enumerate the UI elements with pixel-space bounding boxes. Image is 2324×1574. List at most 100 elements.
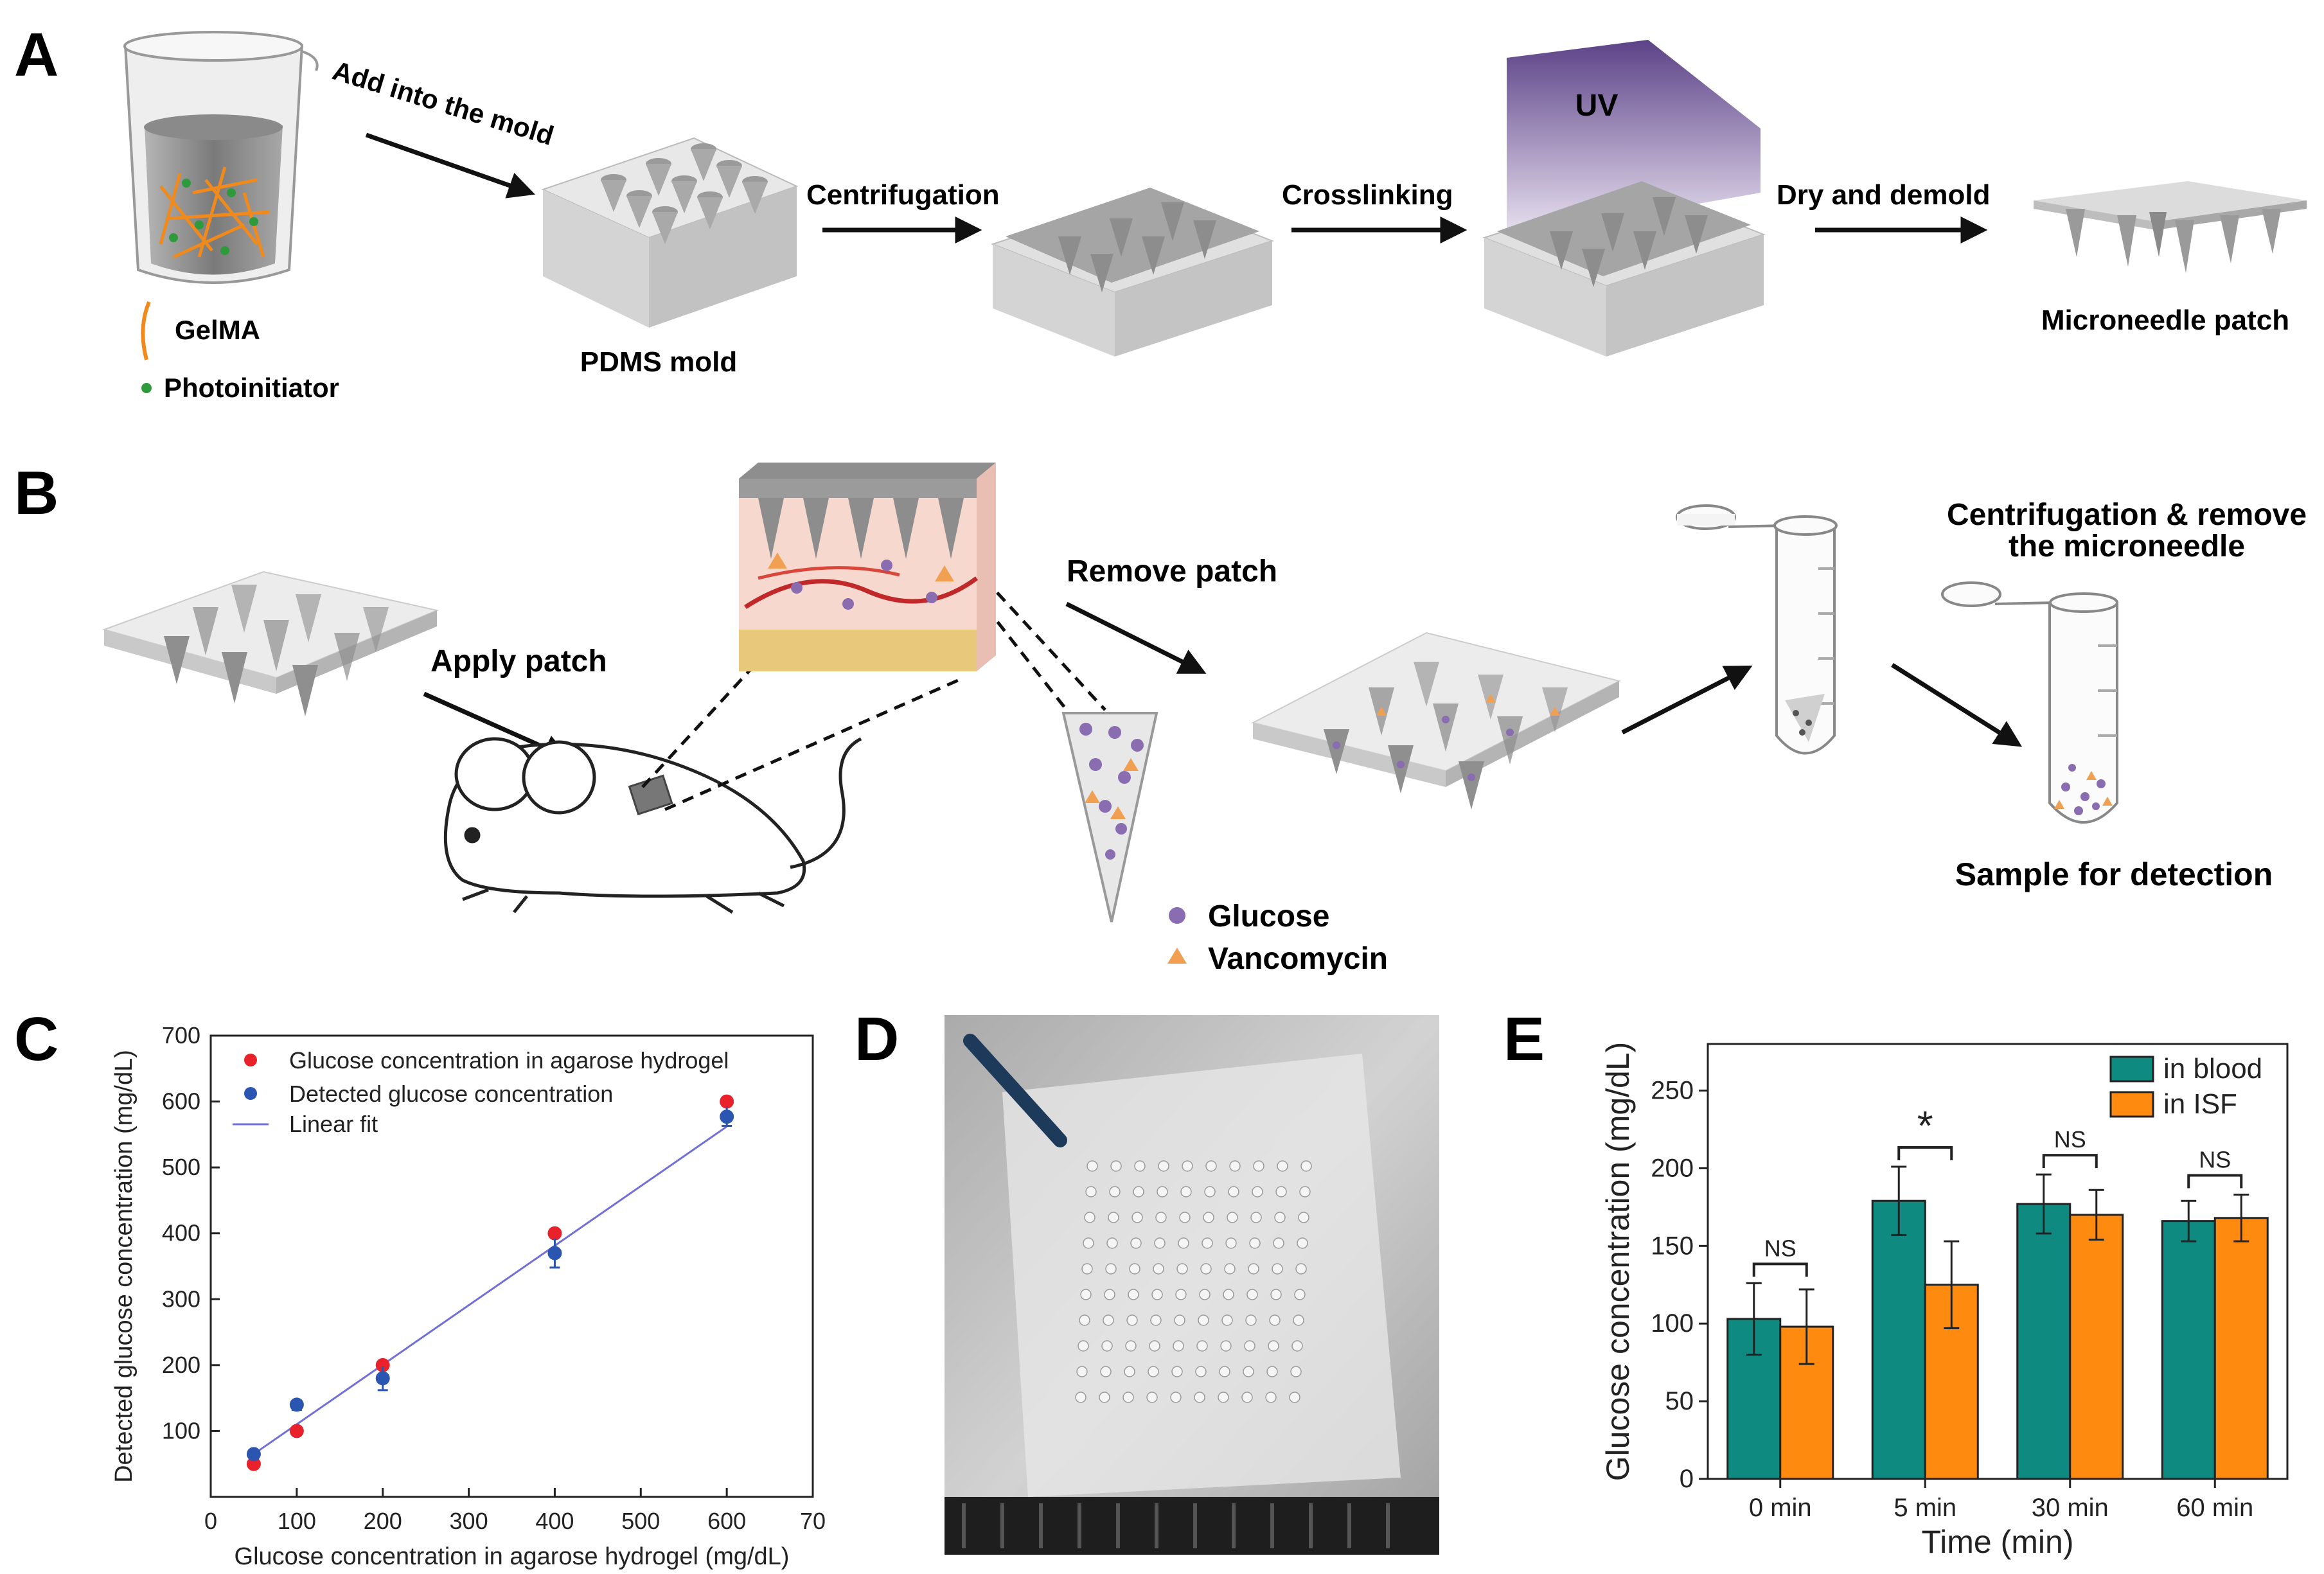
needle-tip-zoom (1061, 712, 1158, 923)
tube-icon (1676, 504, 1838, 755)
needle-dot (1290, 1366, 1302, 1377)
x-tick-label: 30 min (2032, 1494, 2109, 1522)
needle-dot (1087, 1160, 1098, 1172)
needle-dot (1130, 1237, 1142, 1249)
legend-fit-label: Linear fit (289, 1111, 378, 1137)
y-axis-label: Glucose concentration (mg/dL) (1600, 1042, 1636, 1481)
needle-dot (1243, 1366, 1254, 1377)
significance-bracket (2187, 1174, 2243, 1189)
legend-glucose-label: Glucose (1208, 899, 1329, 933)
needle-dot (1218, 1392, 1229, 1403)
needle-dot (1103, 1314, 1114, 1326)
y-axis-label: Detected glucose concentration (mg/dL) (111, 1050, 137, 1483)
y-tick-label: 100 (1651, 1309, 1694, 1338)
needle-dot (1080, 1289, 1092, 1300)
needle-dot (1085, 1186, 1097, 1198)
x-tick-label: 100 (278, 1508, 316, 1534)
needle-dot (1081, 1263, 1093, 1275)
needle-dot (1126, 1314, 1138, 1326)
needle-dot (1229, 1160, 1241, 1172)
needle-dot (1223, 1289, 1234, 1300)
needle-dot (1297, 1237, 1308, 1249)
needle-dot (1170, 1392, 1182, 1403)
bar (2069, 1214, 2124, 1480)
needle-dot (1178, 1237, 1189, 1249)
needle-dot (1273, 1237, 1284, 1249)
step-centrifugation: Centrifugation (806, 179, 1000, 211)
panel-label-c: C (14, 1005, 58, 1074)
needle-dot (1277, 1160, 1288, 1172)
needle-dot (1148, 1366, 1159, 1377)
blue-data-point (246, 1447, 261, 1462)
needle-dot (1245, 1314, 1257, 1326)
needle-dot (1146, 1392, 1158, 1403)
x-tick-label: 0 (204, 1508, 217, 1534)
needle-dot (1270, 1289, 1282, 1300)
caption-pdms-mold: PDMS mold (580, 346, 737, 378)
vancomycin-triangle-icon (1167, 948, 1187, 964)
blue-data-point (720, 1110, 734, 1124)
panel-label-e: E (1504, 1005, 1545, 1074)
step-apply-patch: Apply patch (430, 644, 607, 678)
needle-dot (1106, 1237, 1118, 1249)
step-dry-demold: Dry and demold (1777, 179, 1991, 211)
needle-dot (1274, 1212, 1286, 1223)
beaker-icon (123, 31, 319, 284)
y-tick-label: 600 (162, 1088, 200, 1115)
needle-dot (1149, 1340, 1160, 1352)
needle-dot (1272, 1263, 1283, 1275)
y-tick-label: 700 (162, 1022, 200, 1048)
needle-dot (1199, 1289, 1211, 1300)
needle-dot (1110, 1160, 1122, 1172)
significance-bracket (2042, 1154, 2098, 1169)
needle-dot (1128, 1289, 1139, 1300)
bar (2016, 1203, 2071, 1480)
arrow-add-into-mold (365, 132, 535, 199)
needle-dot (1220, 1340, 1232, 1352)
needle-dot (1131, 1212, 1143, 1223)
needle-dot (1076, 1366, 1088, 1377)
needle-dot (1198, 1314, 1209, 1326)
significance-label: NS (1764, 1235, 1796, 1261)
y-tick-label: 100 (162, 1417, 200, 1444)
needle-dot (1194, 1392, 1205, 1403)
legend-red-dot (244, 1054, 257, 1066)
step-remove-patch: Remove patch (1067, 554, 1277, 588)
needle-dot (1179, 1212, 1191, 1223)
y-tick-label: 50 (1665, 1387, 1694, 1415)
x-tick-label: 400 (535, 1508, 574, 1534)
red-data-point (289, 1424, 304, 1438)
needle-dot (1203, 1212, 1214, 1223)
glucose-circle-icon (1169, 907, 1185, 924)
needle-dot (1155, 1212, 1167, 1223)
pdms-mold (541, 137, 799, 328)
needle-array (1075, 1160, 1312, 1403)
needle-dot (1109, 1186, 1121, 1198)
needle-dot (1078, 1340, 1089, 1352)
photoinitiator-dot-icon (141, 383, 152, 393)
legend-swatch (2109, 1091, 2154, 1118)
patch-before-apply (102, 570, 439, 716)
needle-dot (1253, 1160, 1264, 1172)
needle-dot (1196, 1340, 1208, 1352)
needle-dot (1154, 1237, 1166, 1249)
needle-dot (1295, 1263, 1307, 1275)
needle-dot (1227, 1212, 1238, 1223)
patch-after-remove (1251, 632, 1621, 809)
filled-mold (991, 188, 1274, 357)
uv-light (1507, 40, 1761, 238)
needle-dot (1225, 1237, 1237, 1249)
needle-dot (1122, 1392, 1134, 1403)
needle-dot (1228, 1186, 1239, 1198)
needle-dot (1099, 1392, 1110, 1403)
blue-data-point (547, 1246, 562, 1260)
significance-label: NS (2199, 1147, 2231, 1173)
arrow-remove-patch (1065, 601, 1207, 674)
legend-label: in blood (2163, 1053, 2262, 1084)
significance-bracket (1752, 1262, 1808, 1277)
plot-frame (1707, 1043, 2289, 1480)
needle-dot (1134, 1160, 1146, 1172)
needle-dot (1219, 1366, 1230, 1377)
x-tick-label: 200 (364, 1508, 402, 1534)
